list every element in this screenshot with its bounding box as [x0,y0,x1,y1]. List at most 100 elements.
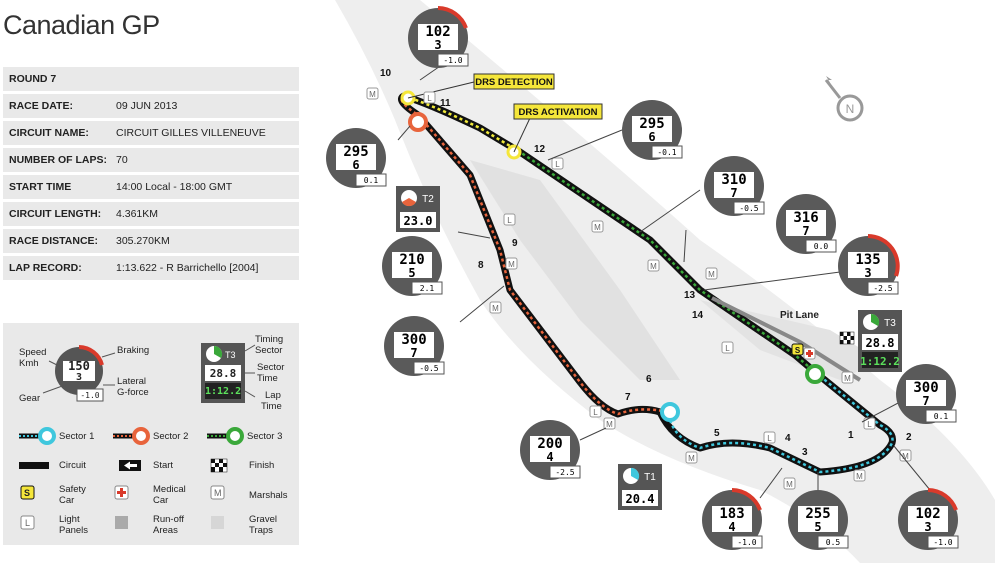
speed-gauge: 210 5 2.1 [382,236,443,296]
runoff-area [470,160,680,380]
turn-number: 7 [625,392,631,403]
light-label: L [867,420,872,429]
leader-line [42,384,66,394]
start-icon [119,460,141,471]
legend-lap-time-label: Lap [265,390,281,401]
gauge-gforce: -0.1 [657,148,676,157]
legend-light-label: Light [59,514,80,525]
legend-panel: Speed Kmh Gear Braking Lateral G-force 1… [3,323,299,545]
info-key: ROUND 7 [9,73,57,85]
gauge-speed: 200 [537,436,562,452]
speed-gauge: 255 5 0.5 [788,490,849,550]
gauge-gear: 5 [408,266,415,280]
gauge-gforce: -1.0 [933,538,952,547]
sector-icon-fill [214,345,223,358]
sector-label: T1 [644,472,656,483]
marshal-label: M [369,90,376,99]
legend-medical-label-2: Car [153,495,169,506]
legend-runoff-label: Run-off [153,514,184,525]
leader-line [101,352,116,358]
safety-car-label: S [795,346,801,355]
legend-sector1-label: Sector 1 [59,431,95,442]
gauge-gforce: -1.0 [737,538,756,547]
gauge-speed: 102 [915,506,940,522]
marshal-label: M [902,452,909,461]
marshal-label: M [708,270,715,279]
turn-number: 1 [848,430,854,441]
legend-braking-label: Braking [117,345,150,356]
gauge-speed: 135 [855,252,880,268]
gauge-gforce: -2.5 [555,468,574,477]
legend-kmh-label: Kmh [19,358,39,369]
turn-number: 6 [646,374,652,385]
turn-number: 10 [380,68,392,79]
sector-time: 23.0 [404,214,433,228]
legend-sample-lap-time: 1:12.2 [205,386,242,397]
legend-timing-label-2: Sector [255,345,283,356]
gauge-gear: 6 [648,130,655,144]
legend-sector-time-label-2: Time [257,373,278,384]
runoff-area-icon [115,516,128,529]
gauge-speed: 102 [425,24,450,40]
gauge-gforce: 2.1 [420,284,435,293]
speed-gauge: 300 7 -0.5 [384,316,445,376]
turn-number: 2 [906,432,912,443]
sector-timing-box: T3 28.8 1:12.2 [858,310,902,372]
legend-sector3-symbol [207,427,244,445]
legend-speed-label: Speed [19,347,47,358]
sector-time: 28.8 [866,336,895,350]
info-key: NUMBER OF LAPS: [9,154,107,166]
turn-number: 9 [512,238,518,249]
marshal-label: M [688,454,695,463]
legend-graphics [19,343,256,530]
legend-safety-label: Safety [59,484,86,495]
turn-number: 5 [714,428,720,439]
light-panel-markers: L L L L L L L [423,91,876,444]
sector-timing-box: T2 23.0 [396,186,440,232]
legend-sample-sector-time: 28.8 [209,367,237,380]
drs-detection-label: DRS DETECTION [475,77,553,88]
legend-light-label-2: Panels [59,525,89,536]
medical-car-icon [803,347,816,360]
gauge-gear: 7 [922,394,929,408]
info-value: 70 [116,154,128,166]
legend-finish-label: Finish [249,460,275,471]
info-key: CIRCUIT LENGTH: [9,208,102,220]
gauge-gear: 3 [864,266,871,280]
turn-number: 11 [440,98,451,109]
gauge-speed: 300 [401,332,426,348]
gauge-speed: 210 [399,252,424,268]
legend-gauge-screen [63,361,95,381]
gauge-speed: 300 [913,380,938,396]
legend-gear-label: Gear [19,393,41,404]
light-panel-icon [20,515,35,530]
info-key: CIRCUIT NAME: [9,127,89,139]
legend-gforce-label: G-force [117,387,149,398]
gauge-speed: 295 [639,116,664,132]
medical-car-icon [114,485,129,500]
legend-runoff-label-2: Areas [153,525,178,536]
marshal-label: M [856,472,863,481]
marshal-label: M [606,420,613,429]
finish-flag-icon [839,331,855,345]
gauge-speed: 316 [793,210,818,226]
info-value: CIRCUIT GILLES VILLENEUVE [116,127,266,139]
marshal-label: M [844,374,851,383]
legend-sample-gear: 3 [75,372,83,383]
sector1-path [666,371,894,474]
leader-line [513,117,531,153]
legend-safety-symbol: S [24,488,31,498]
gauge-gear: 7 [410,346,417,360]
legend-marshal-symbol: M [214,488,222,498]
legend-sector3-label: Sector 3 [247,431,283,442]
marshal-label: M [650,262,657,271]
light-label: L [555,160,560,169]
turn-number: 13 [684,290,696,301]
safety-car-icon [20,485,35,500]
legend-circuit-symbol [19,462,49,469]
gauge-speed: 295 [343,144,368,160]
legend-light-symbol: L [25,518,31,528]
turn-number: 14 [692,310,704,321]
sector-label: T3 [884,318,896,329]
